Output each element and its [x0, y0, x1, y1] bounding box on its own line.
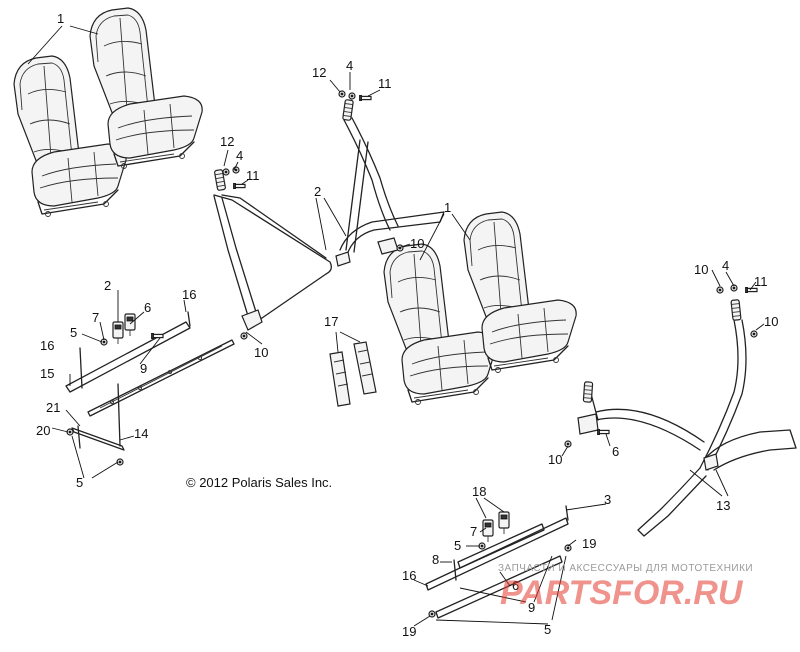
- leader-lines: [27, 25, 765, 627]
- callout-10: 10: [694, 262, 708, 277]
- callout-5: 5: [70, 325, 77, 340]
- callout-6: 6: [144, 300, 151, 315]
- callout-19: 19: [582, 536, 596, 551]
- callout-11: 11: [378, 76, 392, 91]
- seatbelt-assembly-left: [213, 168, 332, 331]
- watermark: ЗАПЧАСТИ И АКСЕССУАРЫ ДЛЯ МОТОТЕХНИКИ PA…: [498, 563, 753, 612]
- mount-rails-right: [425, 505, 572, 619]
- callout-14: 14: [134, 426, 148, 441]
- callout-17: 17: [324, 314, 338, 329]
- callout-16: 16: [402, 568, 416, 583]
- callout-21: 21: [46, 400, 60, 415]
- callout-4: 4: [236, 148, 243, 163]
- callout-5: 5: [76, 475, 83, 490]
- callout-12: 12: [220, 134, 234, 149]
- callout-15: 15: [40, 366, 54, 381]
- callout-4: 4: [346, 58, 353, 73]
- callout-12: 12: [312, 65, 326, 80]
- callout-3: 3: [604, 492, 611, 507]
- watermark-subtitle: ЗАПЧАСТИ И АКСЕССУАРЫ ДЛЯ МОТОТЕХНИКИ: [498, 563, 753, 574]
- callout-19: 19: [402, 624, 416, 639]
- callout-16: 16: [40, 338, 54, 353]
- mount-rails-left: [65, 311, 235, 466]
- callout-1: 1: [57, 11, 64, 26]
- callout-5: 5: [544, 622, 551, 637]
- callout-16: 16: [182, 287, 196, 302]
- seatbelt-assembly-center: [335, 98, 445, 267]
- callout-6: 6: [512, 578, 519, 593]
- callout-6: 6: [612, 444, 619, 459]
- callout-1: 1: [444, 200, 451, 215]
- callout-5: 5: [454, 538, 461, 553]
- callout-10: 10: [410, 236, 424, 251]
- callout-13: 13: [716, 498, 730, 513]
- watermark-brand: PARTSFOR.RU: [500, 574, 744, 612]
- callout-2: 2: [314, 184, 321, 199]
- callout-18: 18: [472, 484, 486, 499]
- callout-2: 2: [104, 278, 111, 293]
- copyright-text: © 2012 Polaris Sales Inc.: [186, 475, 332, 490]
- callout-9: 9: [528, 600, 535, 615]
- callout-4: 4: [722, 258, 729, 273]
- callout-9: 9: [140, 361, 147, 376]
- pad-pair: [329, 341, 377, 407]
- callout-10: 10: [254, 345, 268, 360]
- callout-20: 20: [36, 423, 50, 438]
- callout-labels: 1 12 4 11 12 4 11 2 10 10 1 10 4 11 10 2…: [36, 11, 778, 639]
- callout-7: 7: [470, 524, 477, 539]
- callout-11: 11: [246, 168, 260, 183]
- callout-8: 8: [432, 552, 439, 567]
- callout-11: 11: [754, 274, 768, 289]
- callout-7: 7: [92, 310, 99, 325]
- callout-10: 10: [548, 452, 562, 467]
- callout-10: 10: [764, 314, 778, 329]
- seatbelt-assembly-right: [577, 299, 797, 537]
